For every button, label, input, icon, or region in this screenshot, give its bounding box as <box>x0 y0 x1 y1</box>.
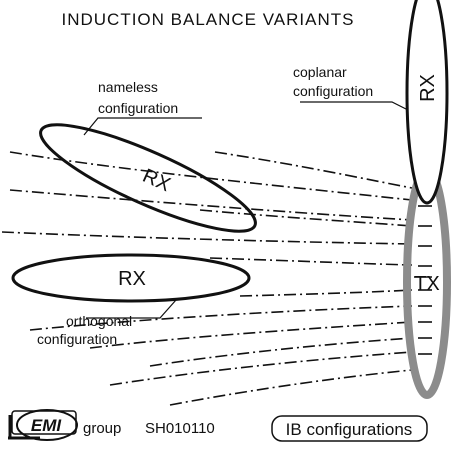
field-line <box>9 189 413 221</box>
svg-text:IB configurations: IB configurations <box>286 420 413 439</box>
svg-text:EMI: EMI <box>31 416 63 435</box>
field-line <box>199 209 413 227</box>
field-line <box>109 351 413 386</box>
orthogonal-rx-coil <box>11 253 251 303</box>
orthogonal-rx-label: RX <box>118 268 146 290</box>
orthogonal-label: orthogonal configuration <box>37 299 177 347</box>
tx-inner-dashes <box>418 205 432 355</box>
coplanar-rx-coil <box>405 0 449 205</box>
ib-configurations-badge: IB configurations <box>271 415 428 442</box>
field-line <box>1 231 413 245</box>
emi-logo: EMI <box>8 409 78 441</box>
field-line <box>149 337 413 367</box>
coplanar-rx-label: RX <box>417 74 439 102</box>
nameless-rx-coil <box>39 123 257 233</box>
field-line <box>214 151 413 189</box>
svg-text:orthogonal: orthogonal <box>66 313 132 329</box>
svg-text:nameless: nameless <box>98 79 158 95</box>
svg-text:configuration: configuration <box>37 331 117 347</box>
diagram-title: INDUCTION BALANCE VARIANTS <box>61 10 354 29</box>
footer-code: SH010110 <box>145 420 215 437</box>
field-line <box>239 289 413 297</box>
coplanar-label: coplanar configuration <box>293 64 409 111</box>
field-line <box>209 257 413 266</box>
svg-text:coplanar: coplanar <box>293 64 347 80</box>
tx-coil-label: TX <box>414 273 440 295</box>
field-line <box>89 321 413 349</box>
field-line <box>169 369 413 406</box>
footer-group-text: group <box>83 420 121 437</box>
svg-text:configuration: configuration <box>98 100 178 116</box>
field-line <box>9 151 413 201</box>
svg-text:configuration: configuration <box>293 83 373 99</box>
nameless-rx-label: RX <box>139 165 173 196</box>
nameless-label: nameless configuration <box>83 79 202 136</box>
field-line <box>29 305 413 331</box>
field-lines <box>1 151 413 406</box>
